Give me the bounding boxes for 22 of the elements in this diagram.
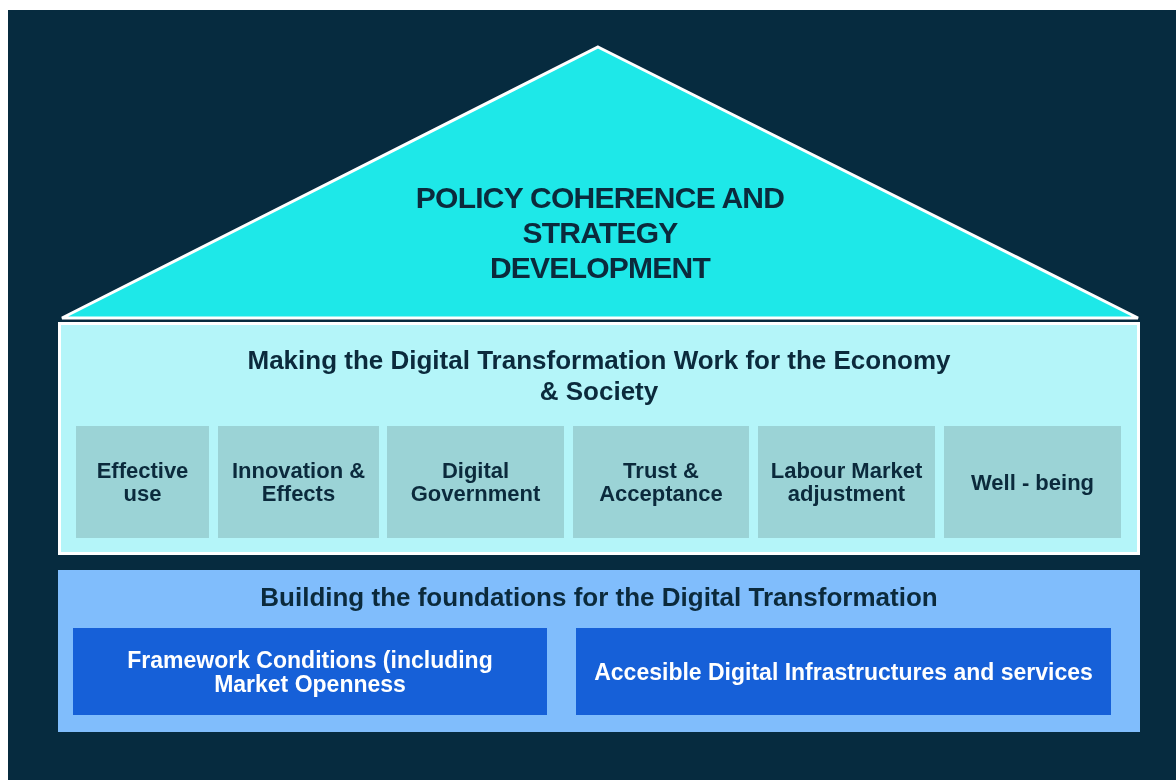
heading-text: Framework Conditions (including Market Openness (126, 647, 494, 696)
pillar-box (387, 426, 564, 538)
pillar-box (218, 426, 379, 538)
roof-triangle (60, 45, 1140, 320)
pillar-band (58, 322, 1140, 555)
heading-text: Trust & Acceptance (598, 459, 724, 505)
foundation-band (58, 570, 1140, 732)
foundation-block (73, 628, 547, 715)
pillar-box (573, 426, 749, 538)
heading-text: POLICY COHERENCE AND STRATEGY DEVELOPMENT (414, 180, 786, 285)
heading-text: Making the Digital Transformation Work for the Economy & Society (246, 345, 952, 407)
heading-text: Building the foundations for the Digital Transformation (260, 582, 938, 613)
foundation-block (576, 628, 1111, 715)
heading-text: Labour Market adjustment (769, 459, 924, 505)
pillar-box (76, 426, 209, 538)
heading-text: Effective use (95, 459, 190, 505)
pillar-box (944, 426, 1121, 538)
pillar-box (758, 426, 935, 538)
heading-text: Well - being (969, 470, 1095, 494)
heading-text: Digital Government (409, 459, 542, 505)
heading-text: Innovation & Effects (230, 459, 367, 505)
heading-text: Accesible Digital Infrastructures and services (593, 659, 1094, 684)
